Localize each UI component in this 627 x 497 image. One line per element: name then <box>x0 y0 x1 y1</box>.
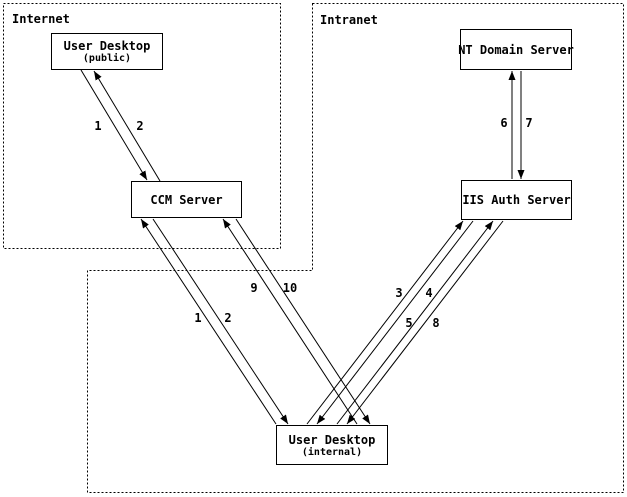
edge-line-8-iis-to-internal-desktop <box>346 220 504 425</box>
node-ccm-server: CCM Server <box>131 181 242 218</box>
edge-line-1-internal-desktop-to-ccm <box>140 218 277 425</box>
edge-label-4: 4 <box>425 286 433 300</box>
edge-label-10: 10 <box>282 281 298 295</box>
node-user-desktop-public: User Desktop (public) <box>51 33 163 70</box>
node-title: User Desktop <box>63 39 151 53</box>
edge-line-9-internal-desktop-to-ccm <box>222 218 358 425</box>
node-subtitle: (internal) <box>301 446 363 458</box>
intranet-zone-border <box>87 3 624 493</box>
edge-line-10-ccm-to-internal-desktop <box>235 218 371 425</box>
edge-label-1-top: 1 <box>94 119 102 133</box>
edge-line-5-internal-desktop-to-iis <box>336 220 494 425</box>
edge-label-8: 8 <box>432 316 440 330</box>
edge-label-5: 5 <box>405 316 413 330</box>
edge-label-7: 7 <box>525 116 533 130</box>
internet-zone-border <box>3 3 281 249</box>
edge-line-1-public-desktop-to-ccm <box>80 69 148 181</box>
edge-line-2-ccm-to-internal-desktop <box>152 218 289 425</box>
internet-zone-label: Internet <box>12 12 70 26</box>
node-title: CCM Server <box>150 192 223 207</box>
edge-label-6: 6 <box>500 116 508 130</box>
edge-label-2-top: 2 <box>136 119 144 133</box>
edge-label-2-mid: 2 <box>224 311 232 325</box>
edge-label-1-mid: 1 <box>194 311 202 325</box>
edge-label-9: 9 <box>250 281 258 295</box>
edge-label-3: 3 <box>395 286 403 300</box>
node-title: User Desktop <box>288 432 376 447</box>
node-nt-domain-server: NT Domain Server <box>458 29 574 70</box>
edge-line-2-ccm-to-public-desktop <box>93 70 161 182</box>
edge-line-4-iis-to-internal-desktop <box>316 220 474 425</box>
intranet-zone-label: Intranet <box>320 13 378 27</box>
node-iis-auth-server: IIS Auth Server <box>461 180 572 220</box>
node-title: NT Domain Server <box>458 42 574 57</box>
node-subtitle: (public) <box>82 53 132 64</box>
node-title: IIS Auth Server <box>462 193 571 207</box>
node-user-desktop-internal: User Desktop (internal) <box>276 425 388 465</box>
edge-line-3-internal-desktop-to-iis <box>306 220 464 425</box>
